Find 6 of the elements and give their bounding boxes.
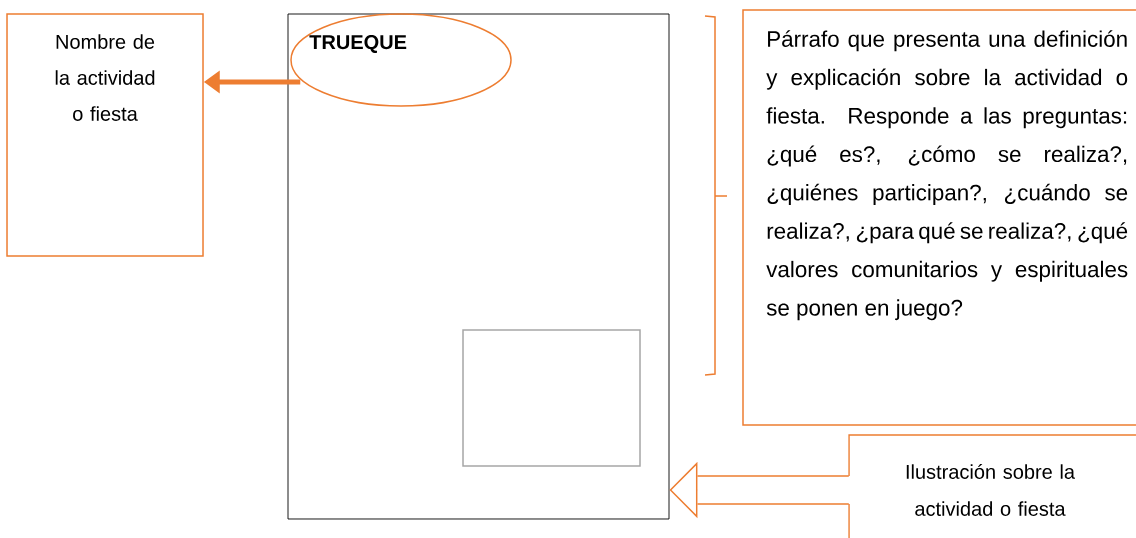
picture-frame: [462, 329, 641, 467]
callout-box: Ilustración sobre la actividad o fiesta: [848, 434, 1136, 538]
page-frame: [287, 13, 670, 520]
title-text: TRUEQUE: [309, 35, 407, 53]
text-box: Párrafo que presenta una definición y explicación sobre la actividad o fiesta. Responde a las preguntas: ¿qué es?, ¿cómo se realiza?, ¿quiénes participan?, ¿cuándo se realiza?, ¿para qué se realiza?, ¿qué valores comunitarios y espirituales se ponen en juego?: [742, 9, 1136, 426]
text-box: Nombre de la actividad o fiesta: [6, 13, 204, 257]
